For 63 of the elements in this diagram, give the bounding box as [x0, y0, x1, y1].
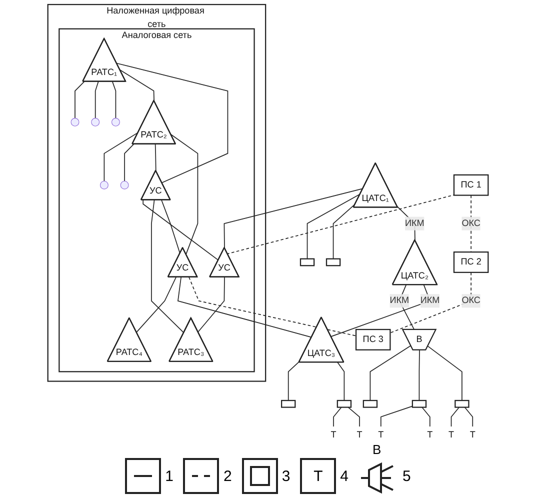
node-circle [100, 180, 108, 190]
node-text: Т [448, 430, 454, 440]
symbol-letter: В [372, 442, 382, 457]
connector [104, 132, 139, 182]
edge-label: ИКМ [420, 296, 440, 306]
node-circle [111, 118, 120, 126]
connector [94, 81, 99, 119]
connector [116, 62, 228, 184]
connector [124, 144, 134, 182]
connector [188, 276, 356, 336]
legend-symbol: Т [300, 458, 336, 494]
legend-number: 2 [223, 468, 232, 484]
legend-number: 3 [282, 468, 290, 484]
legend-number: 5 [402, 468, 411, 484]
connector [422, 406, 430, 427]
connector [370, 345, 412, 401]
node-box: ПС 1 [453, 174, 489, 196]
node-box [336, 400, 352, 408]
connector [161, 200, 180, 254]
connector [151, 200, 184, 334]
node-box [326, 258, 341, 266]
node-box: ПС 2 [453, 251, 489, 273]
edge-label: ОКС [462, 218, 480, 228]
edge-label: ИКМ [405, 218, 424, 228]
node-box [281, 400, 296, 408]
connector [464, 406, 474, 427]
connector [450, 406, 460, 427]
edge-label: ОКС [462, 296, 480, 306]
connector [177, 276, 312, 338]
connector [333, 406, 342, 427]
node-text: Т [330, 430, 336, 440]
node-box: ПС 3 [355, 328, 391, 350]
node-text: Т [378, 430, 384, 440]
node-circle [70, 118, 80, 126]
node-box [362, 400, 378, 408]
legend-number: 4 [340, 468, 349, 484]
legend-number: 1 [165, 468, 174, 484]
connector [224, 188, 364, 248]
connector [418, 350, 420, 401]
connector [74, 81, 85, 119]
connector [306, 194, 361, 260]
connector [136, 276, 176, 333]
node-text: Т [470, 430, 476, 440]
connector [142, 200, 219, 261]
connector [154, 144, 156, 172]
connector [170, 134, 198, 255]
node-text: Т [356, 430, 362, 440]
connector [380, 406, 413, 427]
connector [120, 69, 154, 102]
node-circle [91, 118, 100, 126]
node-box [412, 400, 427, 408]
node-box [454, 400, 470, 408]
node-text: Т [427, 430, 433, 440]
connector [198, 276, 225, 332]
connector [348, 406, 360, 427]
connector [288, 360, 300, 401]
connector [390, 272, 472, 334]
connector [112, 81, 116, 119]
edge-label: ИКМ [390, 296, 410, 306]
node-circle [120, 180, 129, 190]
connector [337, 362, 345, 401]
node-box [300, 258, 315, 266]
connector [427, 346, 462, 401]
